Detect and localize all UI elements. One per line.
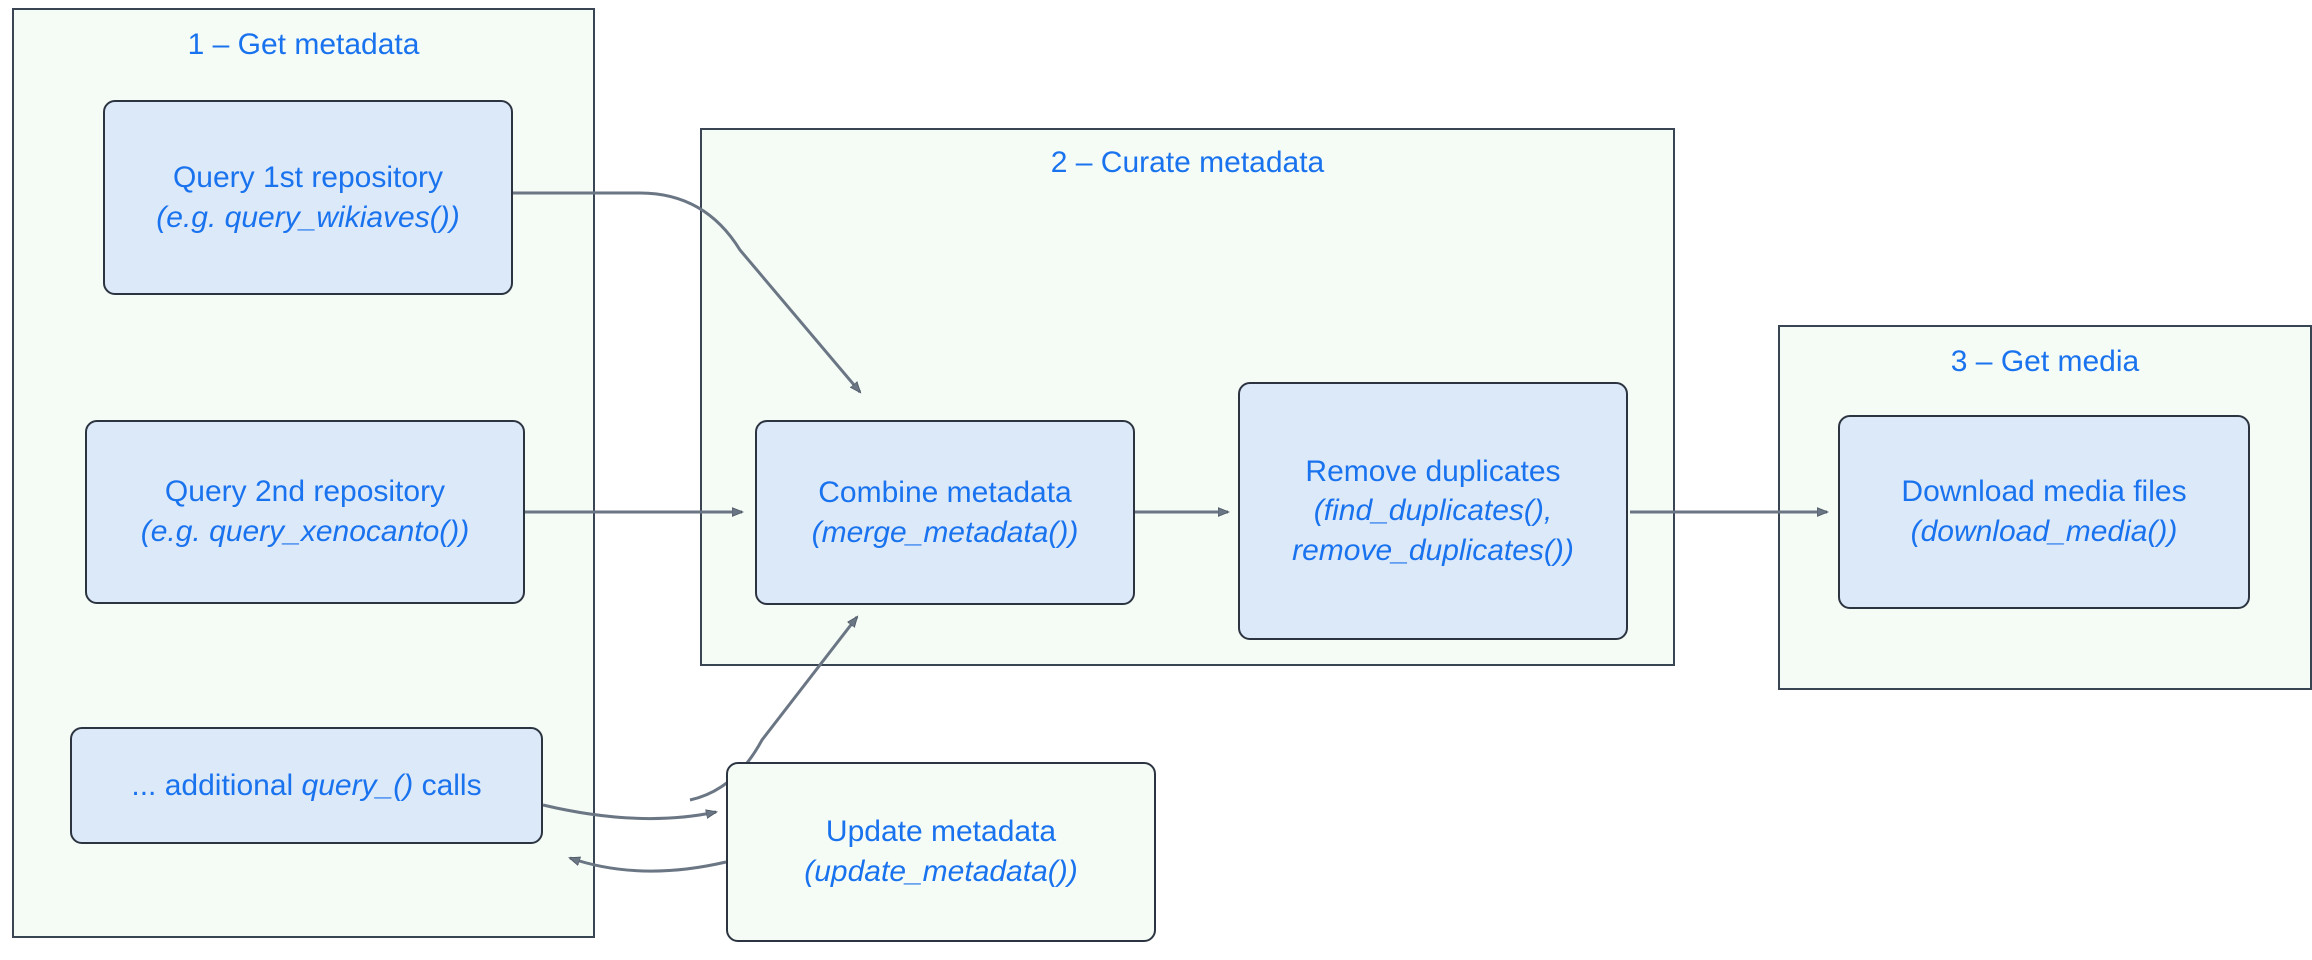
- node-update-metadata[interactable]: Update metadata (update_metadata()): [726, 762, 1156, 942]
- additional-query-prefix: ... additional: [131, 768, 302, 802]
- group-3-title: 3 – Get media: [1950, 345, 2140, 378]
- node-remove-duplicates-line3: remove_duplicates()): [1292, 533, 1574, 567]
- additional-query-suffix: calls: [413, 768, 482, 802]
- group-1-title: 1 – Get metadata: [187, 28, 420, 61]
- node-additional-query-calls[interactable]: ... additional query_() calls: [70, 727, 543, 844]
- group-2-title: 2 – Curate metadata: [1050, 146, 1325, 179]
- node-remove-duplicates[interactable]: Remove duplicates (find_duplicates(), re…: [1238, 382, 1628, 640]
- node-query-2nd-repository-line1: Query 2nd repository: [164, 475, 446, 509]
- node-download-media-files-line2: (download_media()): [1910, 515, 2178, 548]
- node-combine-metadata-line1: Combine metadata: [818, 475, 1072, 509]
- node-update-metadata-line1: Update metadata: [825, 815, 1057, 849]
- node-combine-metadata[interactable]: Combine metadata (merge_metadata()): [755, 420, 1135, 605]
- node-download-media-files[interactable]: Download media files (download_media()): [1838, 415, 2250, 609]
- node-remove-duplicates-line1: Remove duplicates: [1305, 454, 1561, 488]
- node-query-2nd-repository-line2: (e.g. query_xenocanto()): [140, 515, 470, 548]
- node-query-1st-repository[interactable]: Query 1st repository (e.g. query_wikiave…: [103, 100, 513, 295]
- node-remove-duplicates-line2: (find_duplicates(),: [1313, 494, 1553, 528]
- node-download-media-files-line1: Download media files: [1901, 475, 2187, 509]
- node-combine-metadata-line2: (merge_metadata()): [811, 515, 1079, 549]
- node-query-1st-repository-line2: (e.g. query_wikiaves()): [156, 200, 460, 234]
- node-query-2nd-repository[interactable]: Query 2nd repository (e.g. query_xenocan…: [85, 420, 525, 604]
- additional-query-emphasis: query_(): [301, 768, 414, 802]
- node-additional-query-calls-label: ... additional query_() calls: [131, 766, 481, 806]
- node-update-metadata-line2: (update_metadata()): [804, 855, 1078, 888]
- node-query-1st-repository-line1: Query 1st repository: [172, 160, 444, 194]
